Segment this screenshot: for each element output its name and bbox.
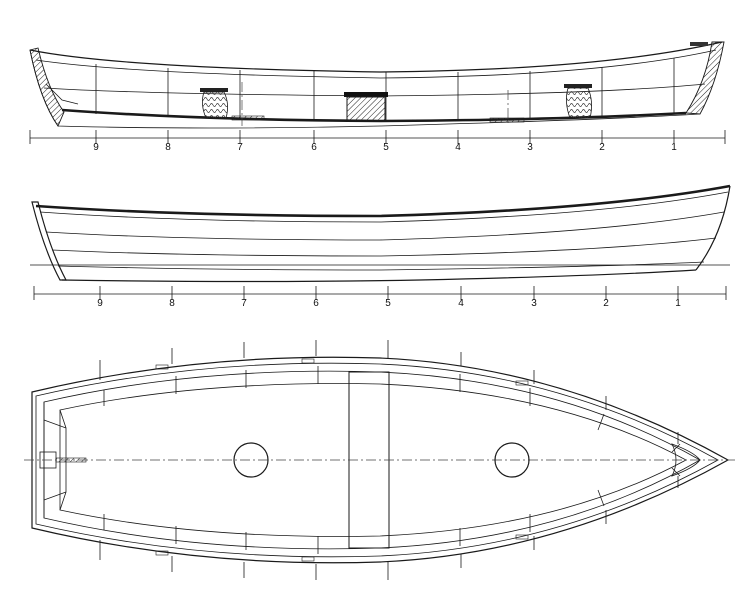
profile-floorboard-fwd: [489, 117, 525, 123]
lines-sheer: [35, 184, 731, 218]
station-label: 2: [603, 298, 609, 309]
profile-floorboard-aft: [231, 115, 265, 121]
lines-stem: [695, 185, 731, 271]
plan-frames-starboard: [103, 467, 681, 554]
plan-stern-knee: [43, 419, 67, 429]
profile-center-box: [344, 92, 388, 122]
station-label: 4: [455, 142, 461, 153]
profile-stem: [685, 41, 725, 115]
station-label: 9: [93, 142, 99, 153]
station-label: 1: [675, 298, 681, 309]
station-label: 5: [383, 142, 389, 153]
plan-frames-port: [103, 366, 681, 453]
plan-mast-hole-fwd: [494, 442, 530, 478]
lines-plank-1: [39, 191, 729, 223]
profile-station-labels: 9 8 7 6 5 4 3 2 1: [93, 142, 677, 153]
profile-station-ticks: [29, 130, 726, 144]
station-label: 3: [531, 298, 537, 309]
station-label: 8: [169, 298, 175, 309]
lines-plank-2: [45, 211, 725, 241]
station-label: 4: [458, 298, 464, 309]
profile-breasthook: [690, 42, 708, 46]
plan-view: [24, 340, 735, 580]
station-label: 7: [241, 298, 247, 309]
profile-transom: [29, 47, 65, 127]
lines-station-labels: 9 8 7 6 5 4 3 2 1: [97, 298, 681, 309]
plan-mast-hole-aft: [233, 442, 269, 478]
profile-section-view: 9 8 7 6 5 4 3 2 1: [29, 41, 726, 153]
lines-station-ticks: [33, 286, 727, 300]
profile-inwale: [35, 49, 717, 79]
profile-sheer: [29, 41, 723, 73]
plan-stern-knee: [43, 491, 67, 501]
station-label: 6: [311, 142, 317, 153]
station-label: 2: [599, 142, 605, 153]
station-label: 8: [165, 142, 171, 153]
station-label: 3: [527, 142, 533, 153]
station-label: 1: [671, 142, 677, 153]
lines-plank-4: [57, 261, 705, 271]
profile-stern-knee: [45, 83, 79, 105]
lines-plank-3: [51, 237, 717, 257]
profile-mast-partner-fwd: [507, 84, 592, 124]
station-label: 9: [97, 298, 103, 309]
profile-mast-partner-aft: [200, 82, 243, 126]
lines-keel: [61, 269, 697, 283]
plan-breasthook: [671, 443, 701, 477]
plan-oarlocks: [155, 358, 529, 562]
station-label: 7: [237, 142, 243, 153]
plan-station-ticks: [99, 340, 679, 580]
station-label: 5: [385, 298, 391, 309]
lines-profile-view: 9 8 7 6 5 4 3 2 1: [30, 184, 731, 309]
station-label: 6: [313, 298, 319, 309]
